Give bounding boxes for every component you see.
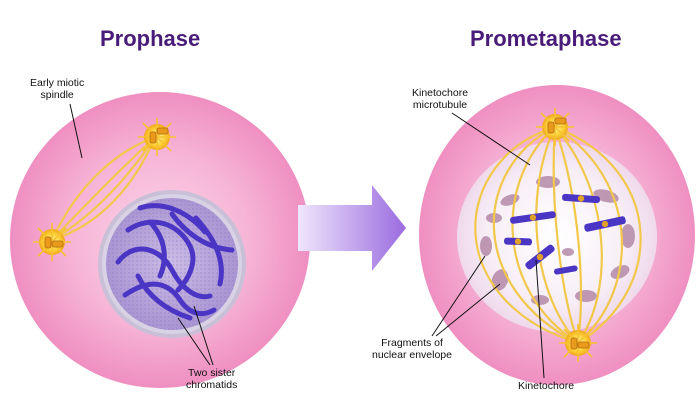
- prophase-title: Prophase: [100, 26, 201, 51]
- centrosome-top-right-cell: [536, 108, 574, 146]
- prometaphase-leader-lines: [431, 112, 545, 379]
- prophase-chromatids: [115, 203, 235, 321]
- kinetochore-microtubules: [474, 125, 642, 345]
- centrosome-top-left-cell: [138, 118, 176, 156]
- prometaphase-cell: [419, 85, 695, 385]
- kinetochore-label: Kinetochore: [518, 380, 575, 392]
- early-spindle-fibers: [51, 135, 157, 242]
- centrosome-bottom-left-cell: [33, 223, 71, 261]
- prophase-leader-lines: [69, 103, 214, 366]
- centrosome-bottom-right-cell: [559, 324, 597, 362]
- two-sister-chromatids-label: Two sister chromatids: [186, 367, 238, 391]
- prometaphase-title: Prometaphase: [470, 26, 622, 51]
- early-spindle-label: Early miotic spindle: [30, 77, 85, 101]
- prophase-cell: [10, 92, 310, 388]
- kinetochore-microtubule-label: Kinetochore microtubule: [412, 87, 469, 111]
- transition-arrow: [298, 185, 406, 271]
- prometaphase-chromosomes: [504, 193, 626, 275]
- nuclear-envelope-fragments-label: Fragments of nuclear envelope: [372, 337, 452, 361]
